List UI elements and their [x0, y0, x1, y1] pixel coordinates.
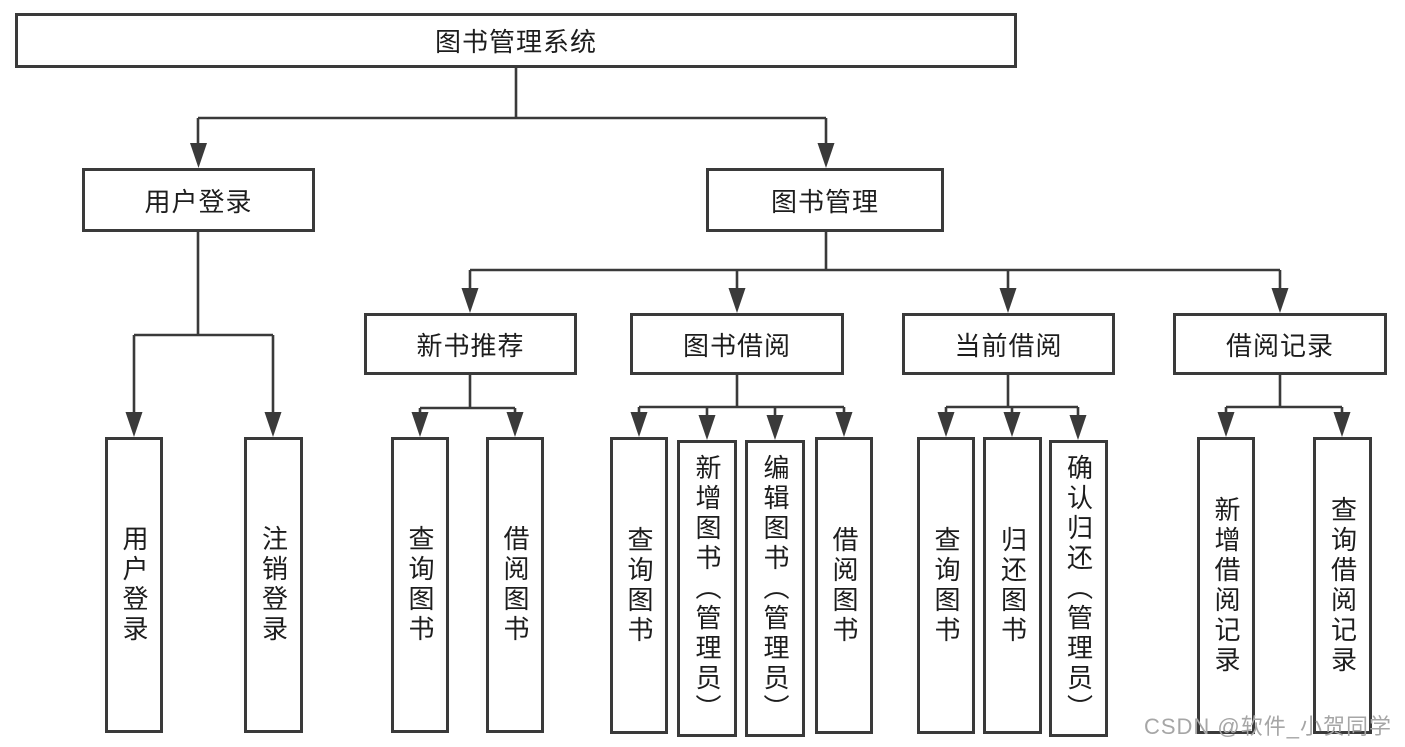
node-add-books-admin: 新增图书（管理员）	[677, 440, 737, 737]
node-library-management-system: 图书管理系统	[15, 13, 1017, 68]
node-return-books: 归还图书	[983, 437, 1042, 734]
edge-records-to-leaves	[1224, 375, 1344, 415]
watermark: CSDN @软件_小贺同学	[1143, 714, 1392, 739]
node-borrow-books-under-recommend: 借阅图书	[486, 437, 544, 733]
node-edit-books-admin: 编辑图书（管理员）	[745, 440, 805, 737]
node-query-books-under-recommend: 查询图书	[391, 437, 449, 733]
node-logout-leaf: 注销登录	[244, 437, 303, 733]
node-add-borrow-record: 新增借阅记录	[1197, 437, 1255, 734]
node-user-login-branch: 用户登录	[82, 168, 315, 232]
edge-userlogin-to-leaves	[132, 232, 275, 414]
node-current-borrowing: 当前借阅	[902, 313, 1115, 375]
node-borrowing-records: 借阅记录	[1173, 313, 1387, 375]
node-query-books-under-current: 查询图书	[917, 437, 975, 734]
edge-root-to-level2	[196, 68, 828, 145]
node-new-book-recommend: 新书推荐	[364, 313, 577, 375]
edge-bookmgmt-to-level3	[468, 232, 1282, 290]
node-book-management-branch: 图书管理	[706, 168, 944, 232]
edge-borrowing-to-leaves	[637, 375, 846, 417]
edge-current-to-leaves	[944, 375, 1080, 417]
edge-recommend-to-leaves	[418, 375, 517, 415]
node-query-borrow-record: 查询借阅记录	[1313, 437, 1372, 734]
arrowheads	[125, 143, 1351, 440]
node-user-login-leaf: 用户登录	[105, 437, 163, 733]
node-confirm-return-admin: 确认归还（管理员）	[1049, 440, 1108, 737]
node-book-borrowing: 图书借阅	[630, 313, 844, 375]
node-borrow-books-under-borrowing: 借阅图书	[815, 437, 873, 734]
node-query-books-under-borrowing: 查询图书	[610, 437, 668, 734]
